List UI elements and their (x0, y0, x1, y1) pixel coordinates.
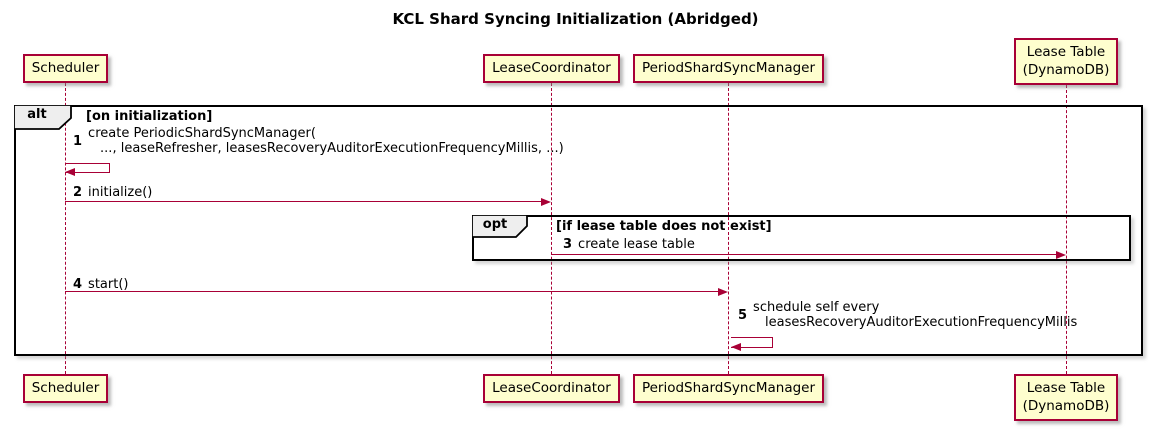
participant-label: PeriodShardSyncManager (641, 59, 816, 76)
participant-label: Scheduler (31, 379, 100, 396)
diagram-title: KCL Shard Syncing Initialization (Abridg… (392, 10, 759, 28)
participant-label: LeaseCoordinator (492, 379, 611, 396)
alt-frame (14, 105, 1143, 356)
opt-guard-label: [if lease table does not exist] (556, 219, 772, 234)
participant-lease-table-bottom: Lease Table (DynamoDB) (1014, 374, 1118, 421)
lifeline-lease-coordinator (551, 83, 552, 374)
message-number: 1 (73, 133, 83, 149)
participant-sublabel: (DynamoDB) (1022, 397, 1110, 414)
message-1-self-arrow (65, 163, 110, 173)
message-1-label: 1 create PeriodicShardSyncManager( ..., … (73, 126, 564, 156)
participant-period-shard-sync-manager-bottom: PeriodShardSyncManager (633, 374, 824, 403)
arrowhead-left-icon (65, 168, 75, 176)
participant-lease-coordinator-bottom: LeaseCoordinator (483, 374, 620, 403)
message-3-label: 3 create lease table (563, 237, 695, 252)
message-text: create PeriodicShardSyncManager( ..., le… (88, 126, 564, 156)
pentagon-shape (472, 215, 528, 238)
operator-label: opt (482, 217, 508, 232)
participant-lease-table-top: Lease Table (DynamoDB) (1014, 38, 1118, 85)
participant-label: Lease Table (1026, 43, 1106, 60)
lifeline-lease-table (1066, 85, 1067, 374)
pentagon-shape (14, 105, 72, 130)
opt-frame-operator: opt (472, 215, 530, 238)
message-number: 2 (73, 185, 83, 200)
message-text: start() (88, 277, 129, 292)
message-5-self-arrow (731, 337, 773, 348)
message-2-arrow (65, 201, 542, 202)
participant-period-shard-sync-manager-top: PeriodShardSyncManager (633, 54, 824, 83)
message-number: 3 (563, 237, 573, 252)
participant-label: Lease Table (1026, 379, 1106, 396)
message-4-label: 4 start() (73, 277, 128, 292)
arrowhead-right-icon (718, 288, 728, 296)
message-text: schedule self every leasesRecoveryAudito… (753, 300, 1078, 330)
participant-scheduler-bottom: Scheduler (23, 374, 108, 403)
participant-scheduler-top: Scheduler (23, 54, 108, 83)
arrowhead-right-icon (1056, 251, 1066, 259)
participant-label: PeriodShardSyncManager (641, 379, 816, 396)
participant-label: Scheduler (31, 59, 100, 76)
message-text: create lease table (578, 237, 695, 252)
opt-frame (472, 215, 1131, 261)
message-3-arrow (551, 254, 1056, 255)
message-number: 4 (73, 277, 83, 292)
message-number: 5 (738, 307, 748, 323)
participant-lease-coordinator-top: LeaseCoordinator (483, 54, 620, 83)
arrowhead-right-icon (541, 198, 551, 206)
lifeline-scheduler (65, 83, 66, 374)
participant-sublabel: (DynamoDB) (1022, 61, 1110, 78)
message-4-arrow (65, 291, 718, 292)
participant-label: LeaseCoordinator (492, 59, 611, 76)
message-2-label: 2 initialize() (73, 185, 152, 200)
arrowhead-left-icon (731, 343, 741, 351)
message-5-label: 5 schedule self every leasesRecoveryAudi… (738, 300, 1077, 330)
alt-frame-operator: alt (14, 105, 74, 130)
lifeline-period-shard-sync-manager (728, 83, 729, 374)
message-text: initialize() (88, 185, 153, 200)
operator-label: alt (27, 107, 47, 122)
alt-guard-label: [on initialization] (86, 109, 213, 124)
